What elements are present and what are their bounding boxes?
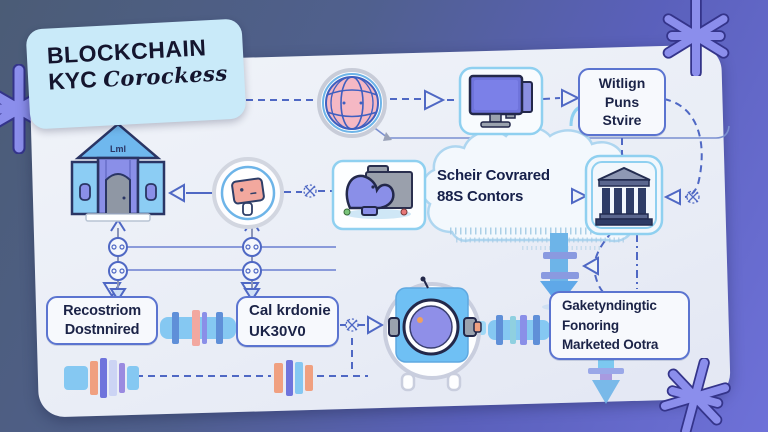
arrowheads <box>102 88 681 335</box>
classical-bank-node <box>584 154 664 236</box>
node-line: Cal krdonie <box>249 302 331 320</box>
title-kyc: KYC <box>47 66 98 96</box>
node-recostriom: Recostriom Dostnnired <box>46 296 158 345</box>
node-line: Recostriom <box>63 302 141 319</box>
pipe-connector-1 <box>160 310 236 346</box>
small-down-arrow-icon <box>588 356 624 404</box>
snowflake-icon <box>662 0 730 76</box>
squiggle-glyphs <box>303 184 700 332</box>
node-line: Gaketyndingtic <box>562 298 657 314</box>
node-cloud-label: Scheir Covrared 88S Contors <box>437 165 572 208</box>
node-cal: Cal krdonie UK30V0 <box>236 296 339 347</box>
node-line: Puns <box>604 93 640 110</box>
node-line: Dostnnired <box>64 321 140 338</box>
node-line: Fonoring <box>562 317 619 333</box>
node-line: UK30V0 <box>249 322 306 340</box>
node-line: Stvire <box>602 112 642 129</box>
title-card: BLOCKCHAIN KYC Corockess <box>25 18 247 130</box>
chain-rails <box>127 246 336 271</box>
whale-folder-icon <box>343 165 413 219</box>
pipe-connector-4 <box>274 360 313 396</box>
chain-connector-right <box>242 218 262 302</box>
pipe-connector-2 <box>477 315 550 345</box>
node-line: 88S Contors <box>437 188 524 206</box>
node-witlign: Witlign Puns Stvire <box>578 68 666 136</box>
pipe-connector-3 <box>64 358 139 398</box>
globe-icon <box>317 68 387 138</box>
monitor-node <box>458 66 544 136</box>
svg-text:Lml: Lml <box>110 144 126 154</box>
classical-bank-icon <box>595 166 653 226</box>
node-line: Witlign <box>598 74 646 91</box>
robot-head-icon <box>383 276 482 392</box>
id-card-face-icon <box>212 157 284 229</box>
chain-connector-left <box>108 218 128 302</box>
snowflake-icon <box>659 358 731 432</box>
node-line: Covrared <box>485 167 550 184</box>
computer-monitors-icon <box>468 74 533 128</box>
node-gakety: Gaketyndingtic Fonoring Marketed Ootra <box>549 291 690 360</box>
node-line: Scheir <box>437 167 482 184</box>
node-line: Marketed Ootra <box>562 337 659 353</box>
title-process-script: Corockess <box>102 60 229 93</box>
whale-folder-node <box>331 159 427 231</box>
bank-building-icon: Lml <box>70 122 166 222</box>
